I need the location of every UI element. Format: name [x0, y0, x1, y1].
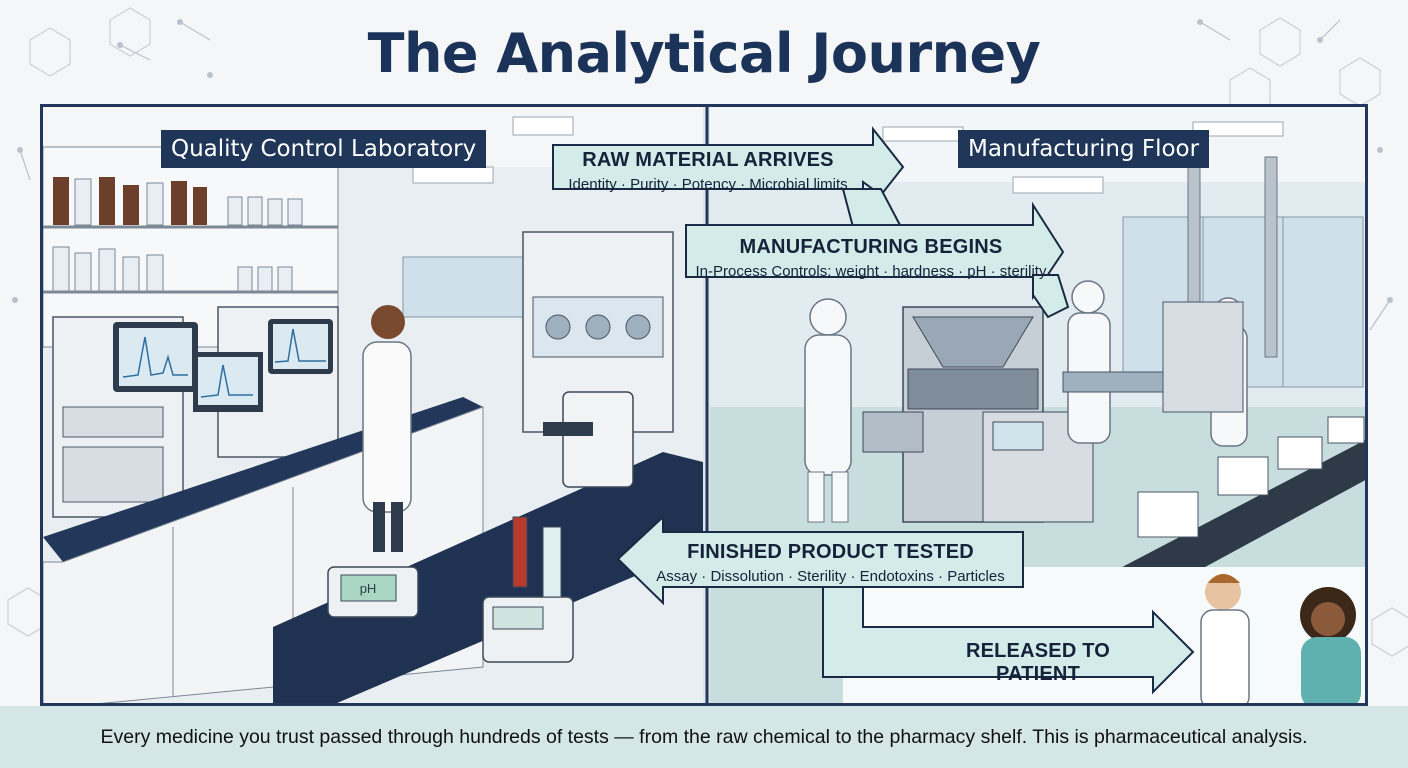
step-raw-material-subtitle: Identity · Purity · Potency · Microbial …	[568, 176, 848, 193]
step-manufacturing: MANUFACTURING BEGINS In-Process Controls…	[686, 236, 1056, 280]
hplc-instrument-2	[193, 306, 339, 458]
scene-illustration: pH	[43, 107, 1365, 703]
step-released: RELEASED TO PATIENT	[923, 640, 1153, 686]
microscope	[543, 391, 634, 488]
ph-meter-label: pH	[360, 581, 377, 596]
page-title: The Analytical Journey	[367, 22, 1041, 85]
step-manufacturing-title: MANUFACTURING BEGINS	[739, 236, 1003, 258]
step-manufacturing-subtitle: In-Process Controls: weight · hardness ·…	[695, 263, 1047, 280]
titrator	[482, 516, 574, 663]
qc-lab-label: Quality Control Laboratory	[161, 130, 487, 168]
step-finished-product-title: FINISHED PRODUCT TESTED	[687, 541, 974, 563]
ph-meter: pH	[327, 566, 419, 618]
hplc-instrument-1	[52, 316, 198, 518]
fume-hood	[522, 231, 674, 433]
manufacturing-floor-label: Manufacturing Floor	[958, 130, 1210, 168]
reagent-bottles	[52, 177, 303, 292]
pharmacist-figure	[1200, 574, 1250, 703]
scientist-figure	[362, 305, 412, 552]
tablet-press	[862, 306, 1094, 523]
product-boxes	[1137, 416, 1365, 538]
cleanroom-worker-1	[804, 298, 852, 523]
step-raw-material-title: RAW MATERIAL ARRIVES	[582, 149, 834, 171]
step-released-title: RELEASED TO PATIENT	[965, 640, 1111, 685]
journey-panel: pH	[40, 104, 1368, 706]
step-raw-material: RAW MATERIAL ARRIVES Identity · Purity ·…	[548, 149, 868, 193]
flow-arrows	[552, 126, 1195, 695]
footer-caption: Every medicine you trust passed through …	[0, 706, 1408, 768]
step-finished-product-subtitle: Assay · Dissolution · Sterility · Endoto…	[656, 568, 1005, 585]
step-finished-product: FINISHED PRODUCT TESTED Assay · Dissolut…	[638, 541, 1023, 585]
patient-figure	[1300, 587, 1361, 703]
